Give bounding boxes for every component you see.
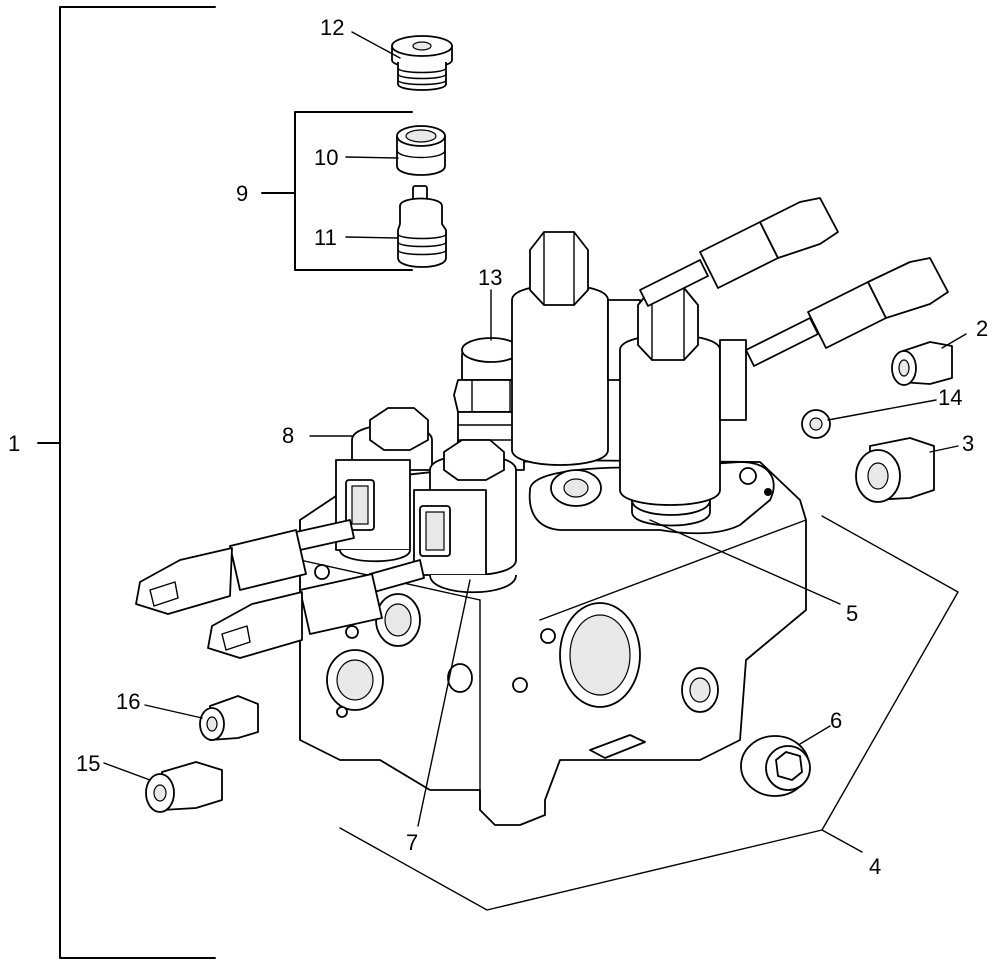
callout-2: 2 — [976, 316, 988, 341]
solenoid-7 — [413, 439, 517, 594]
connector-left-lower — [207, 559, 425, 659]
fitting-2 — [891, 341, 953, 386]
solenoid-5 — [511, 231, 641, 466]
callout-6: 6 — [830, 708, 842, 733]
callout-3: 3 — [962, 431, 974, 456]
callout-4: 4 — [869, 854, 881, 879]
callout-12: 12 — [320, 15, 344, 40]
callout-labels: 1 2 3 4 5 6 7 8 9 10 11 12 13 14 15 16 — [8, 15, 988, 879]
fitting-16 — [199, 695, 259, 741]
callout-15: 15 — [76, 751, 100, 776]
fitting-3 — [855, 437, 935, 503]
connector-front — [745, 257, 949, 367]
leader-lines — [103, 31, 967, 827]
callout-8: 8 — [282, 423, 294, 448]
callout-10: 10 — [314, 145, 338, 170]
assembly-bracket — [37, 6, 216, 959]
callout-14: 14 — [938, 385, 962, 410]
solenoid-8 — [335, 407, 433, 563]
plug-12 — [391, 35, 453, 91]
callout-13: 13 — [478, 265, 502, 290]
callout-11: 11 — [314, 225, 337, 250]
callout-9: 9 — [236, 181, 248, 206]
kit-bracket — [261, 111, 413, 271]
callout-5: 5 — [846, 601, 858, 626]
plug-6 — [740, 735, 811, 797]
plug-14 — [801, 409, 831, 439]
callout-16: 16 — [116, 689, 140, 714]
cartridge-11 — [397, 185, 447, 268]
fitting-15 — [145, 761, 223, 813]
seal-10 — [396, 125, 446, 176]
callout-1: 1 — [8, 431, 20, 456]
body-leader-frame — [339, 515, 959, 911]
connector-rear — [639, 197, 839, 307]
connector-left-upper — [135, 519, 355, 615]
callout-7: 7 — [406, 830, 418, 855]
